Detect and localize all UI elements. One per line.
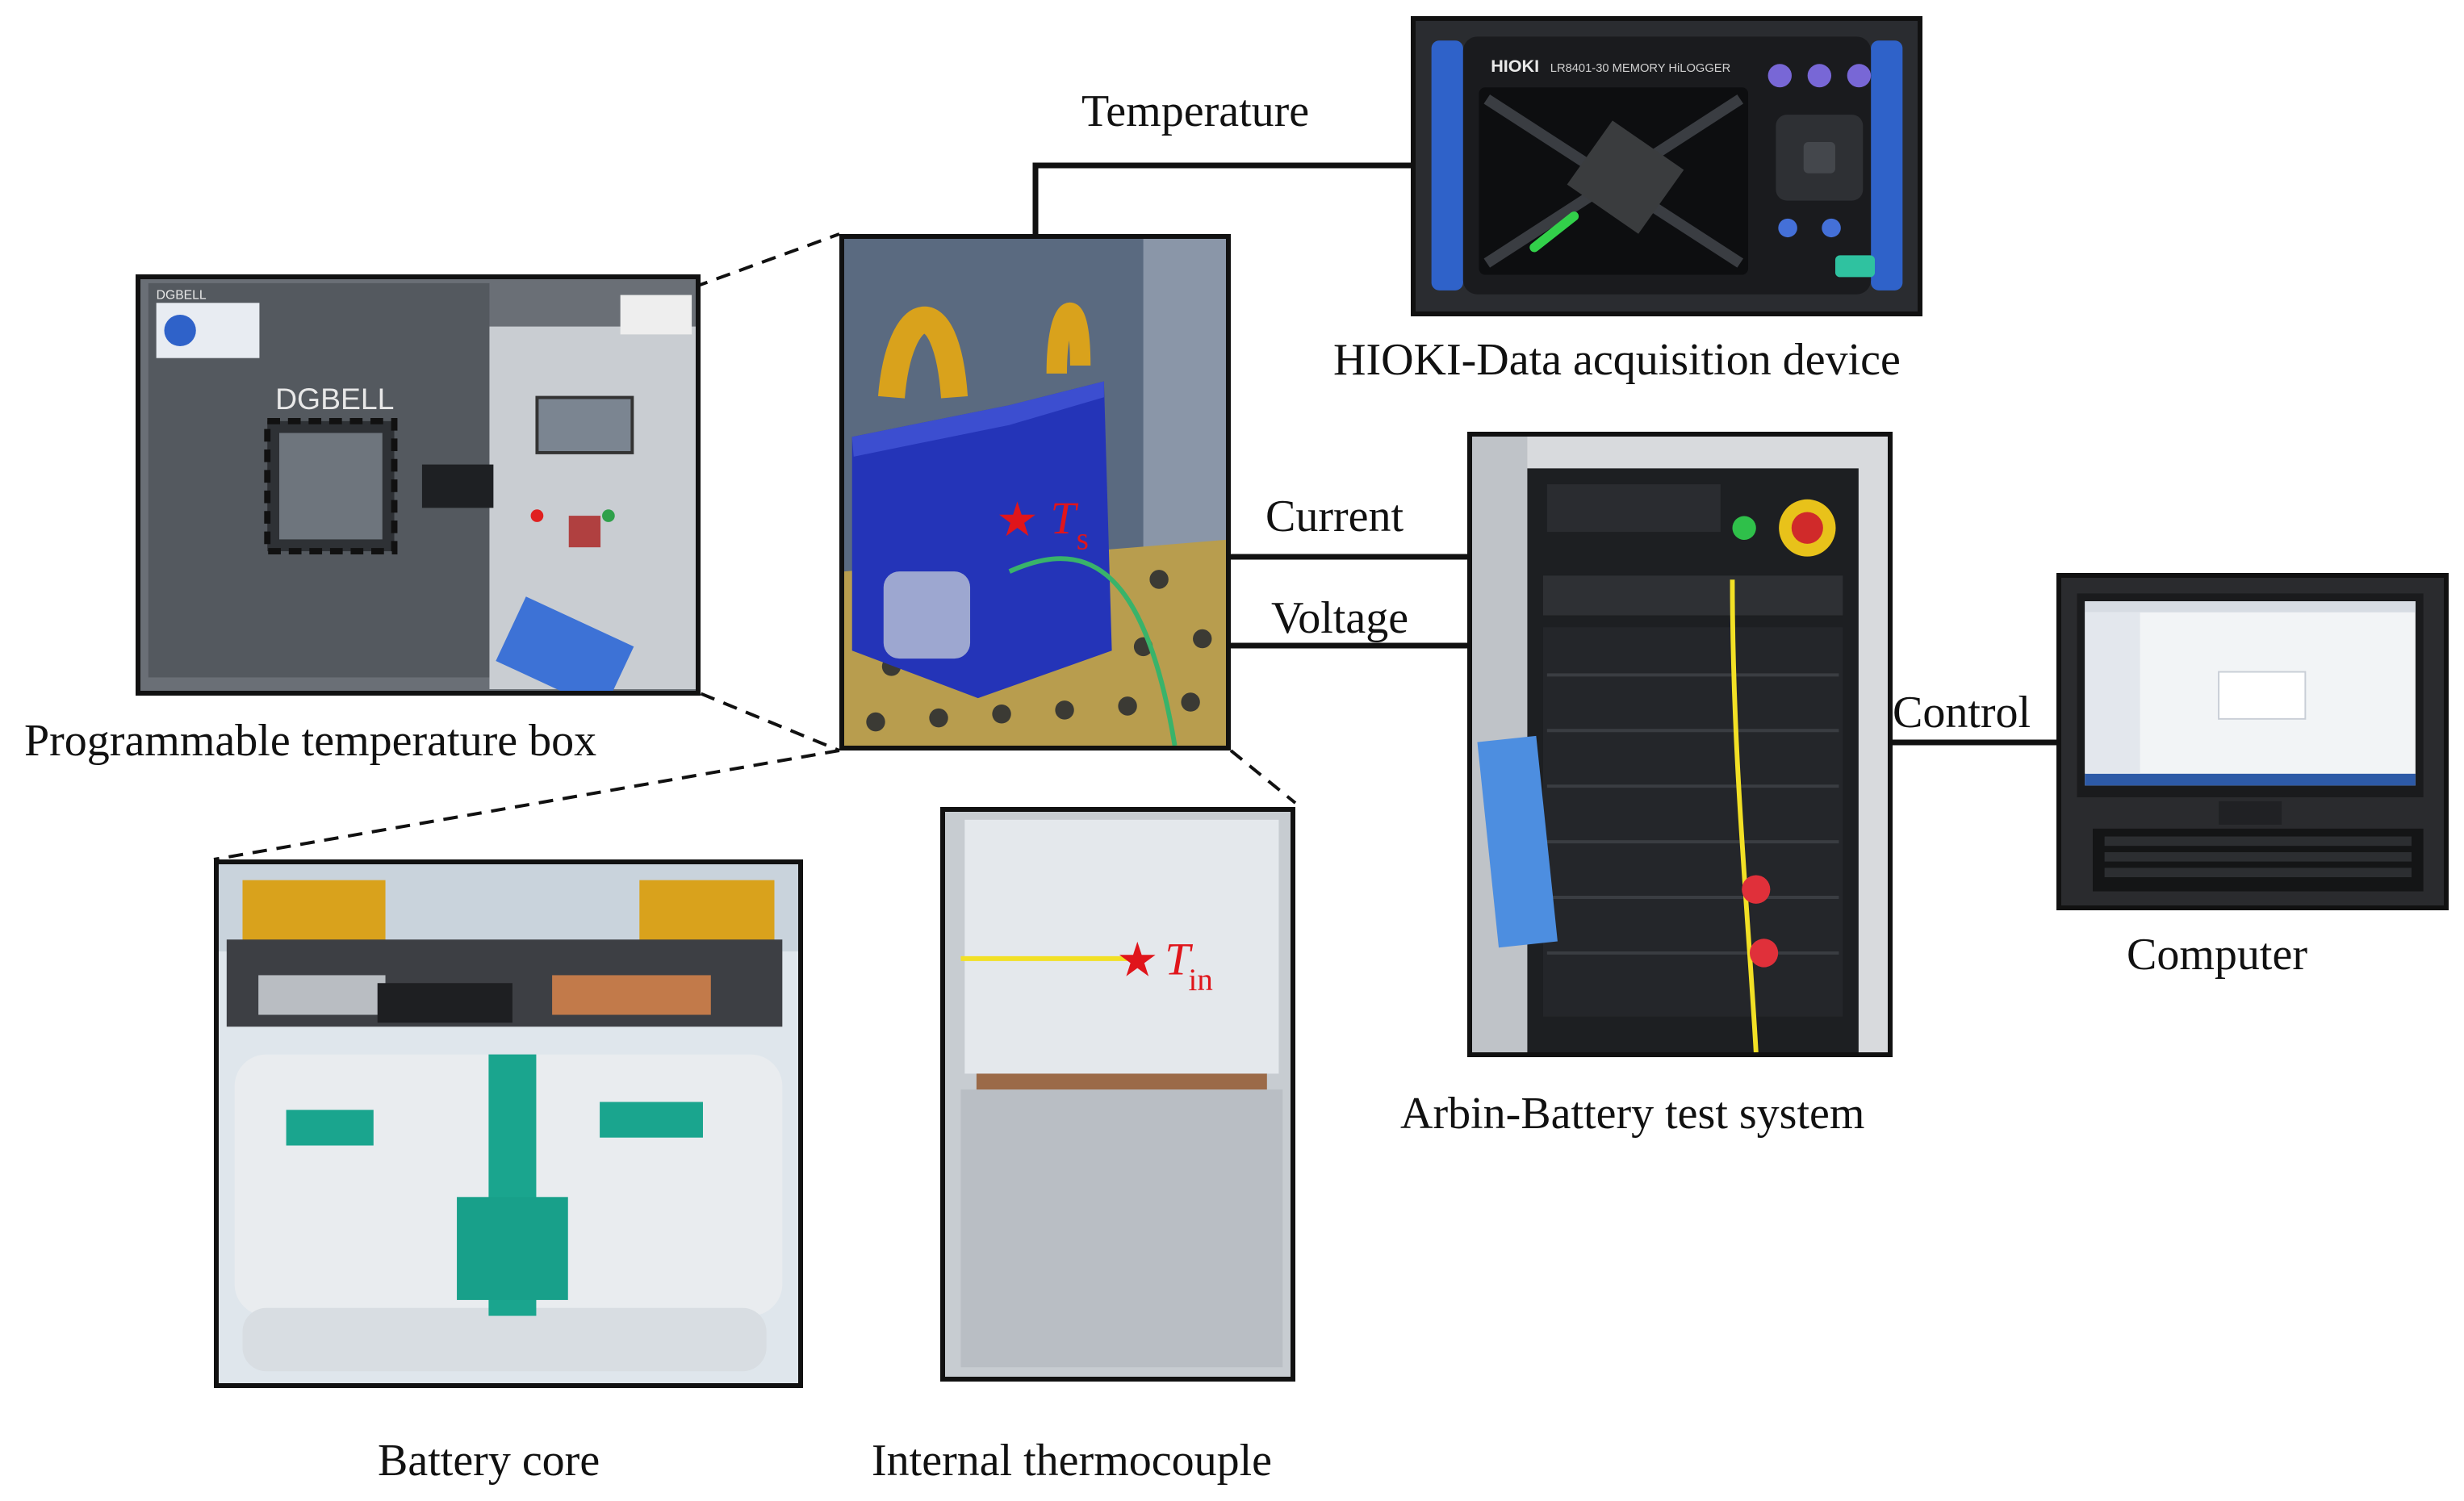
battery-core-illustration [219,864,798,1383]
inner-temp-symbol: T [1165,934,1193,985]
hioki-brand-text: HIOKI [1491,56,1539,76]
cell-in-chamber-photo: ★ T s [839,234,1231,750]
arbin-system-illustration [1472,437,1888,1052]
chamber-badge-text: DGBELL [157,288,207,302]
hioki-label: HIOKI-Data acquisition device [1333,335,1901,385]
surface-temp-subscript: s [1077,522,1089,557]
inner-temp-subscript: in [1189,963,1213,997]
cell-in-chamber-illustration: ★ T s [844,239,1226,746]
temperature-box-illustration: DGBELL DGBELL [140,279,696,691]
inner-star: ★ [1116,932,1158,987]
hioki-logger-illustration: HIOKI LR8401-30 MEMORY HiLOGGER [1416,21,1918,311]
internal-thermocouple-label: Internal thermocouple [872,1436,1273,1486]
internal-thermocouple-illustration: ★ T in [945,812,1291,1377]
chamber-brand-text: DGBELL [275,382,394,416]
hioki-logger-photo: HIOKI LR8401-30 MEMORY HiLOGGER [1411,16,1922,316]
temperature-label: Temperature [1081,86,1310,136]
current-label: Current [1265,491,1404,541]
zoom-line [1229,749,1297,805]
surface-temp-symbol: T [1051,493,1079,544]
computer-illustration [2061,578,2444,905]
computer-photo [2056,573,2449,910]
zoom-line [213,749,840,861]
battery-core-label: Battery core [378,1436,600,1486]
surface-star: ★ [996,492,1038,547]
temperature-box-photo: DGBELL DGBELL [136,274,701,696]
voltage-label: Voltage [1271,593,1409,643]
computer-label: Computer [2127,930,2307,980]
battery-core-photo [214,859,803,1388]
control-label: Control [1893,688,2031,738]
hioki-model-text: LR8401-30 MEMORY HiLOGGER [1550,62,1730,75]
internal-thermocouple-photo: ★ T in [940,807,1295,1382]
arbin-system-photo [1467,432,1893,1057]
temperature-box-label: Programmable temperature box [24,716,597,766]
temperature-connector [1032,162,1411,234]
arbin-label: Arbin-Battery test system [1400,1089,1865,1139]
